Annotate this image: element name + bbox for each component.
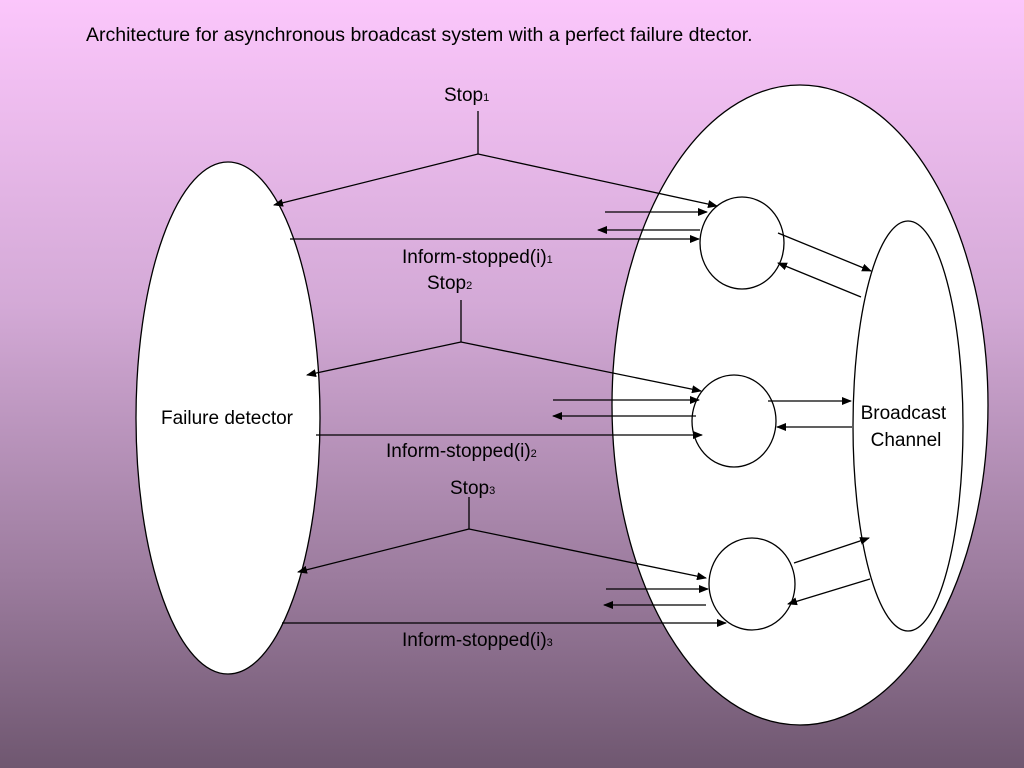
stop-label-1-text: Stop [444, 85, 483, 106]
stop-2-arrow-to-detector [306, 341, 462, 378]
inform-label-3-text: Inform-stopped(i) [402, 630, 547, 651]
inform-label-3-subscript: 3 [547, 637, 553, 649]
process-node-2 [691, 374, 777, 468]
failure-detector-ellipse [135, 161, 321, 675]
stop-2-arrow-to-process [460, 341, 702, 394]
failure-detector-label: Failure detector [161, 408, 294, 429]
stop-label-2-subscript: 2 [466, 280, 472, 292]
stop-label-3: Stop3 [450, 478, 495, 499]
inform-label-1: Inform-stopped(i)1 [402, 247, 553, 268]
inform-label-3: Inform-stopped(i)3 [402, 630, 553, 651]
channel-to-process-3-arrow [787, 578, 871, 606]
stop-label-2-text: Stop [427, 273, 466, 294]
inform-label-2-text: Inform-stopped(i) [386, 441, 531, 462]
channel-to-process-1-arrow [777, 262, 862, 298]
broadcast-channel-ellipse [852, 220, 964, 632]
broadcast-channel-label: Broadcast Channel [861, 403, 952, 451]
stop-label-3-text: Stop [450, 478, 489, 499]
stop-3-arrow-to-detector [297, 528, 470, 574]
diagram-title: Architecture for asynchronous broadcast … [86, 24, 753, 46]
inform-label-2: Inform-stopped(i)2 [386, 441, 537, 462]
broadcast-channel-label-line1: Broadcast [861, 403, 947, 424]
inform-label-1-subscript: 1 [547, 254, 553, 266]
stop-label-3-subscript: 3 [489, 485, 495, 497]
process-node-3 [708, 537, 796, 631]
stop-label-2: Stop2 [427, 273, 472, 294]
stop-3-arrow-to-process [468, 528, 707, 581]
inform-label-2-subscript: 2 [531, 448, 537, 460]
process-1-to-channel-arrow [777, 232, 872, 272]
process-node-1 [699, 196, 785, 290]
stop-label-1-subscript: 1 [483, 92, 489, 104]
process-3-to-channel-arrow [793, 537, 870, 564]
inform-label-1-text: Inform-stopped(i) [402, 247, 547, 268]
stop-1-arrow-to-process [477, 153, 718, 208]
stop-label-1: Stop1 [444, 85, 489, 106]
stop-1-arrow-to-detector [273, 153, 479, 207]
broadcast-channel-label-line2: Channel [871, 430, 942, 451]
